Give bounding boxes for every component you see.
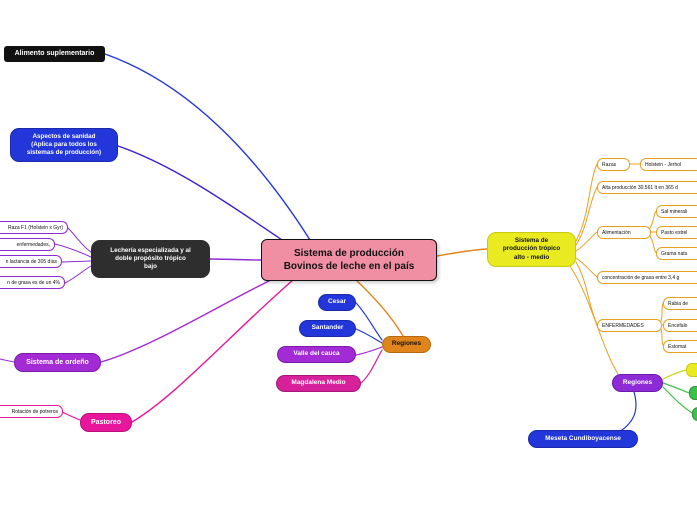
leaf-rotacion-potreros[interactable]: Rotación de potreros <box>0 405 63 418</box>
edge-center-sanidad <box>117 145 289 245</box>
leaf-estomatitis[interactable]: Estomat <box>663 340 697 353</box>
leaf-concentracion-grasa[interactable]: concentración de grasa entre 3,4 g <box>597 271 697 284</box>
edge-alimentacion-sal <box>649 210 657 229</box>
edge-regiones-magdalena <box>360 349 383 384</box>
edge-enfermedades-rabia <box>660 302 664 322</box>
edge-center-alimento <box>104 53 311 241</box>
node-pastoreo[interactable]: Pastoreo <box>80 413 132 432</box>
edge-enfermedades-estomat <box>660 328 664 346</box>
edge-regiones2-node-b <box>662 382 690 394</box>
edge-center-pastoreo <box>131 279 294 423</box>
node-regiones-right[interactable]: Regiones <box>612 374 663 392</box>
edge-alto-razas <box>575 163 598 242</box>
edge-center-regiones <box>355 279 404 337</box>
edge-lecheria-grasa <box>64 265 92 284</box>
node-alimento-suplementario[interactable]: Alimento suplementario <box>4 46 105 62</box>
edge-lecheria-raza <box>67 227 92 253</box>
node-sistema-ordeno[interactable]: Sistema de ordeño <box>14 353 101 372</box>
edge-alto-enfermedades <box>575 261 598 325</box>
edge-alimentacion-grama <box>649 235 657 254</box>
edge-regiones2-node-c <box>662 386 693 414</box>
edge-alto-alimentacion <box>575 231 598 252</box>
edge-alto-alta-produccion <box>575 186 598 246</box>
edge-lecheria-enfermedades <box>54 243 92 258</box>
node-cesar[interactable]: Cesar <box>318 294 356 311</box>
node-clipped-right-a[interactable] <box>686 363 697 377</box>
node-regiones-center[interactable]: Regiones <box>382 336 431 353</box>
edge-ordeno-left <box>0 358 15 363</box>
leaf-holstein-jerhol[interactable]: Holstein - Jerhol <box>640 158 697 171</box>
node-magdalena-medio[interactable]: Magdalena Medio <box>276 375 361 392</box>
edge-pastoreo-rotacion <box>61 411 81 421</box>
leaf-pasto-estrella[interactable]: Pasto estrel <box>656 226 697 239</box>
node-valle-del-cauca[interactable]: Valle del cauca <box>277 346 356 363</box>
edge-lecheria-lactancia <box>61 260 92 263</box>
leaf-razas[interactable]: Razas <box>597 158 630 171</box>
edge-center-lecheria <box>209 258 262 261</box>
edge-alto-regiones-right <box>569 265 619 375</box>
leaf-encefalo[interactable]: Encefalo <box>663 319 697 332</box>
node-clipped-right-c[interactable] <box>692 407 697 421</box>
leaf-sal-mineralizada[interactable]: Sal minerali <box>656 205 697 218</box>
edge-regiones-santander <box>355 328 383 344</box>
leaf-enfermedades[interactable]: enfermedades, <box>0 238 55 251</box>
edge-center-ordeno <box>100 276 278 363</box>
edge-regiones2-node-a <box>662 369 687 380</box>
leaf-grama-natural[interactable]: Grama natu <box>656 247 697 260</box>
edge-regiones-valle <box>355 346 383 356</box>
edge-alto-concentracion <box>575 257 598 278</box>
node-clipped-right-b[interactable] <box>689 386 697 400</box>
edge-regiones-cesar <box>355 302 383 341</box>
leaf-grasa-4-por-ciento[interactable]: n de grasa es de un 4% <box>0 276 65 289</box>
leaf-enfermedades-title[interactable]: ENFERMEDADES <box>597 319 662 332</box>
node-sistema-tropico-alto-medio[interactable]: Sistema de producción trópico alto - med… <box>487 232 576 267</box>
leaf-rabia[interactable]: Rabia de <box>663 297 697 310</box>
leaf-raza-f1[interactable]: Raza F1 (Holstein x Gyr) <box>0 221 68 234</box>
edge-center-sistema-alto <box>436 248 488 257</box>
leaf-alta-produccion[interactable]: Alta producción 30.561 lt en 365 d <box>597 181 697 194</box>
leaf-alimentacion[interactable]: Alimentación <box>597 226 651 239</box>
node-lecheria-especializada[interactable]: Lechería especializada y al doble propós… <box>91 240 210 278</box>
node-meseta-cundiboyacense[interactable]: Meseta Cundiboyacense <box>528 430 638 448</box>
node-aspectos-sanidad[interactable]: Aspectos de sanidad (Aplica para todos l… <box>10 128 118 162</box>
node-central-sistema-produccion[interactable]: Sistema de producción Bovinos de leche e… <box>261 239 437 281</box>
edge-regiones2-meseta <box>621 391 637 431</box>
node-santander[interactable]: Santander <box>299 320 356 337</box>
leaf-lactancia-305-dias[interactable]: n lactancia de 305 días <box>0 255 62 268</box>
